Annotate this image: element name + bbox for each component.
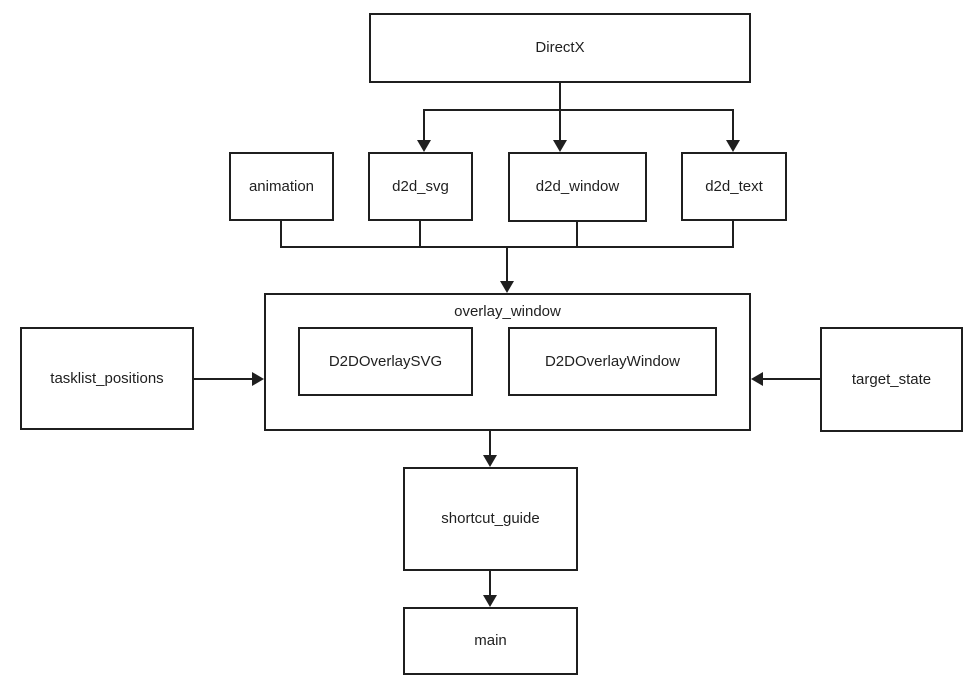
node-d2d-overlay-window-label: D2DOverlayWindow xyxy=(544,352,681,370)
arrowhead-target-overlay xyxy=(751,372,763,386)
edge-directx-branch-line xyxy=(423,109,734,111)
node-animation: animation xyxy=(229,152,334,221)
node-d2d-text: d2d_text xyxy=(681,152,787,221)
node-d2d-overlay-window: D2DOverlayWindow xyxy=(508,327,717,396)
node-tasklist-positions: tasklist_positions xyxy=(20,327,194,430)
node-shortcut-guide-label: shortcut_guide xyxy=(441,510,540,527)
edge-animation-down-line xyxy=(280,221,282,248)
node-shortcut-guide: shortcut_guide xyxy=(403,467,578,571)
edge-target-overlay-line xyxy=(762,378,820,380)
arrowhead-directx-d2d-svg xyxy=(417,140,431,152)
edge-d2d-text-down-line xyxy=(732,221,734,248)
node-d2d-text-label: d2d_text xyxy=(705,177,763,195)
node-main: main xyxy=(403,607,578,675)
arrowhead-merge-overlay xyxy=(500,281,514,293)
edge-shortcut-main-line xyxy=(489,571,491,596)
edge-tasklist-overlay-line xyxy=(194,378,253,380)
arrowhead-overlay-shortcut xyxy=(483,455,497,467)
node-d2d-overlay-svg: D2DOverlaySVG xyxy=(298,327,473,396)
node-d2d-svg-label: d2d_svg xyxy=(392,177,449,195)
edge-overlay-shortcut-line xyxy=(489,431,491,456)
node-tasklist-positions-label: tasklist_positions xyxy=(50,369,164,387)
edge-merge-overlay-line xyxy=(506,246,508,282)
edge-d2d-window-down-line xyxy=(576,221,578,248)
arrowhead-directx-d2d-window xyxy=(553,140,567,152)
node-directx: DirectX xyxy=(369,13,751,83)
edge-directx-d2d-text-line xyxy=(732,109,734,141)
node-target-state-label: target_state xyxy=(851,370,932,388)
node-d2d-window: d2d_window xyxy=(508,152,647,222)
node-overlay-window-label: overlay_window xyxy=(454,303,561,320)
node-target-state: target_state xyxy=(820,327,963,432)
edge-d2d-svg-down-line xyxy=(419,221,421,248)
node-animation-label: animation xyxy=(248,177,315,195)
node-d2d-svg: d2d_svg xyxy=(368,152,473,221)
node-d2d-overlay-svg-label: D2DOverlaySVG xyxy=(328,352,443,370)
arrowhead-tasklist-overlay xyxy=(252,372,264,386)
node-directx-label: DirectX xyxy=(535,39,585,56)
node-d2d-window-label: d2d_window xyxy=(535,178,620,195)
edge-directx-d2d-svg-line xyxy=(423,109,425,141)
arrowhead-shortcut-main xyxy=(483,595,497,607)
node-main-label: main xyxy=(474,632,507,649)
arrowhead-directx-d2d-text xyxy=(726,140,740,152)
edge-directx-stem-line xyxy=(559,83,561,141)
